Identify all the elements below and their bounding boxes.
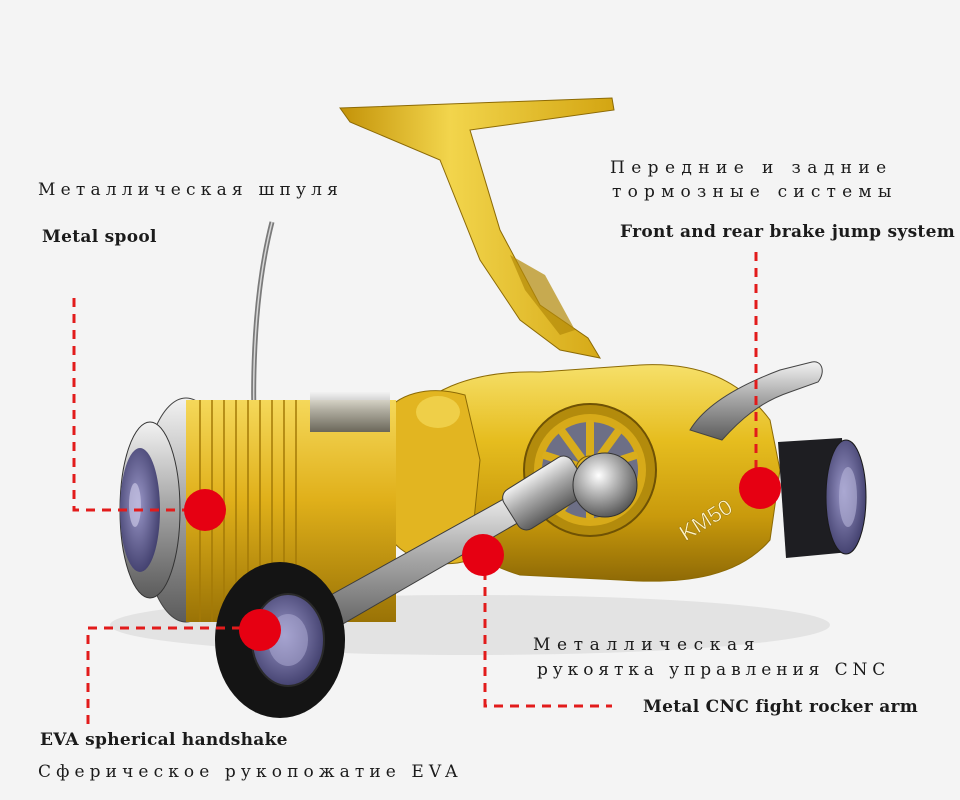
brake-label-ru-line1: Передние и задние [610, 158, 893, 178]
handle-label-en: EVA spherical handshake [40, 730, 288, 750]
crank-arm [299, 452, 638, 637]
rocker-label-ru-line2: рукоятка управления CNC [537, 660, 891, 680]
reel-foot-slot [510, 255, 575, 335]
handle-label-ru: Сферическое рукопожатие EVA [38, 762, 463, 782]
brake-label-ru-line2: тормозные системы [612, 182, 898, 202]
leader-spool [72, 298, 205, 512]
rocker-label-en: Metal CNC fight rocker arm [643, 697, 919, 717]
rear-drag-knob [778, 438, 867, 558]
leader-lines [72, 252, 758, 724]
rocker-label-ru-line1: Металлическая [533, 635, 762, 655]
spool-label-ru: Металлическая шпуля [38, 180, 344, 200]
rotor [379, 390, 481, 565]
spool-label-en: Metal spool [42, 227, 157, 247]
eva-handle [215, 562, 345, 718]
marker-spool [184, 489, 226, 531]
brake-label-en: Front and rear brake jump system [620, 222, 955, 242]
leader-handle [86, 626, 260, 724]
reel-foot [339, 97, 615, 359]
marker-handle [239, 609, 281, 651]
marker-brake [739, 467, 781, 509]
marker-rocker [462, 534, 504, 576]
leader-rocker [483, 555, 612, 708]
